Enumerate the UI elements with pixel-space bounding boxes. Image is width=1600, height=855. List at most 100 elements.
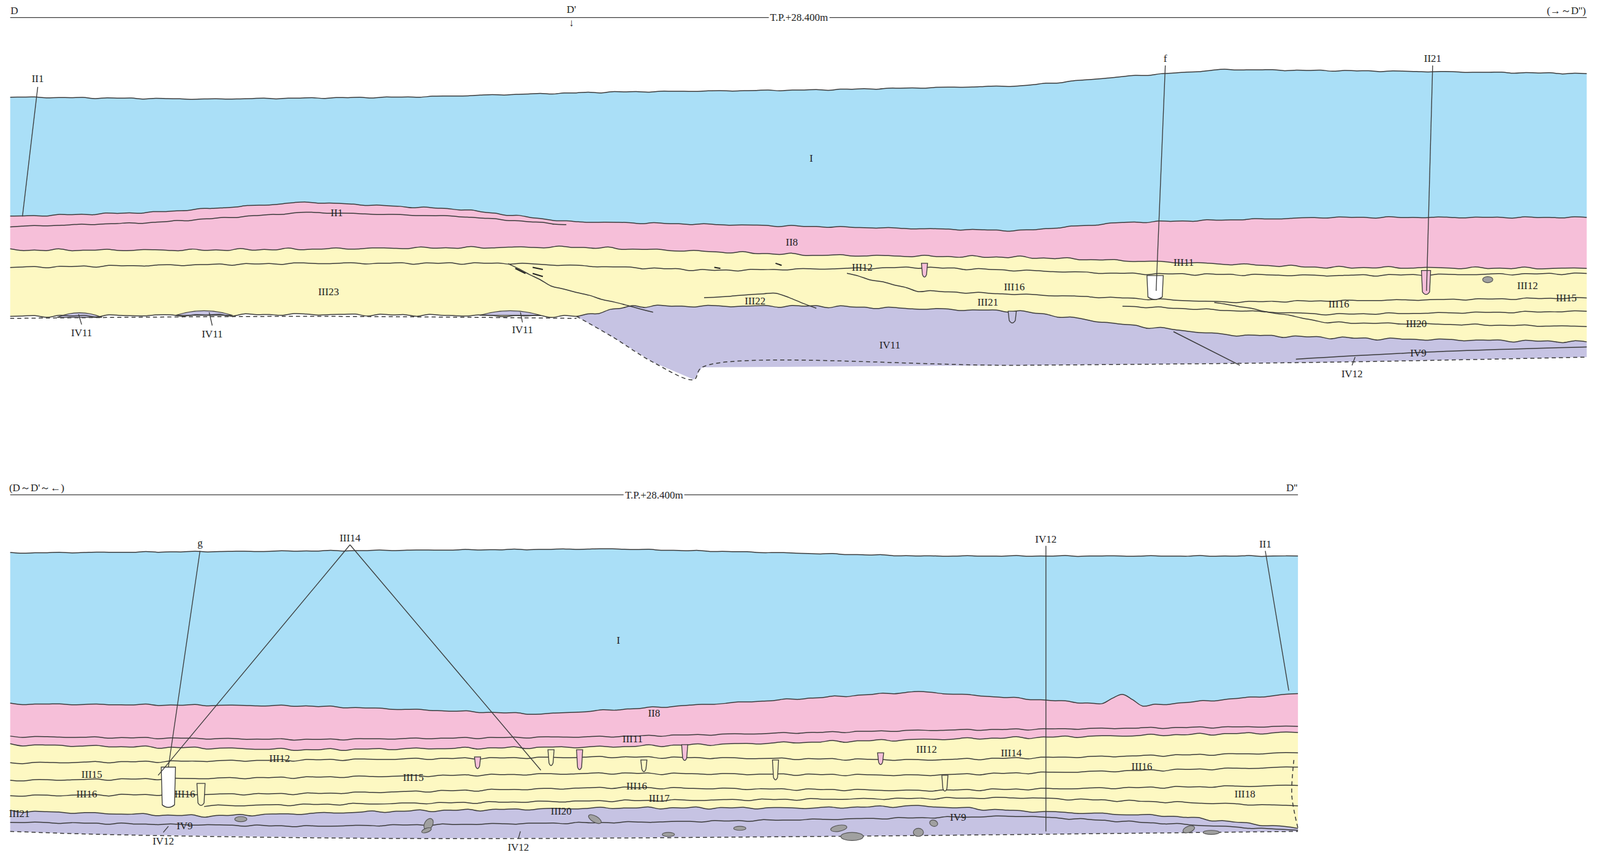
stone <box>928 819 939 828</box>
layer-boundary <box>10 831 1298 839</box>
layer-label: D' <box>565 3 578 15</box>
pit-feature <box>1008 311 1017 323</box>
layer-label: IV12 <box>1033 533 1058 545</box>
stone <box>1182 824 1196 835</box>
layer-boundary <box>10 212 567 227</box>
layer-label: IV11 <box>510 324 534 336</box>
layer-label: III15 <box>401 772 425 784</box>
layer-label: IV12 <box>506 841 531 854</box>
pit-feature <box>681 745 688 762</box>
pit-feature <box>640 760 648 773</box>
layer-label: II21 <box>1422 52 1443 64</box>
layer-boundary <box>10 316 577 319</box>
inclusion <box>714 267 721 270</box>
layer-label: (→～D'') <box>1545 4 1588 16</box>
inclusion <box>775 263 782 266</box>
layer-band <box>576 305 1588 380</box>
layer-boundary <box>10 262 1588 277</box>
layer-boundary <box>10 246 1588 270</box>
inclusion <box>532 267 543 270</box>
layer-label: IV12 <box>1340 367 1365 380</box>
stone <box>913 828 924 837</box>
stone <box>840 832 864 841</box>
layer-label: III23 <box>316 286 341 298</box>
pit-feature <box>1147 275 1164 300</box>
layer-label: I <box>615 634 622 646</box>
layer-label: D <box>9 4 19 16</box>
layer-label: III21 <box>7 807 32 820</box>
layer-boundary <box>1291 760 1298 830</box>
layer-label: IV9 <box>1408 347 1428 360</box>
stone <box>1482 276 1494 284</box>
layer-label: III15 <box>1554 292 1578 304</box>
layer-label: III16 <box>75 788 99 801</box>
layer-boundary <box>10 305 1588 343</box>
layer-label: III16 <box>1002 281 1026 293</box>
layer-boundary <box>10 549 1298 558</box>
layer-band <box>10 549 1298 715</box>
leader-line <box>520 312 523 323</box>
layer-label: III20 <box>1404 318 1428 330</box>
layer-label: III14 <box>999 747 1023 760</box>
layer-boundary <box>1173 331 1240 366</box>
stone <box>587 813 603 826</box>
leader-line <box>163 826 168 833</box>
layer-label: III15 <box>80 769 104 781</box>
layer-label: III14 <box>338 531 362 544</box>
leader-line <box>1265 550 1289 691</box>
pit-feature <box>921 263 928 277</box>
layer-label: III16 <box>625 780 649 792</box>
pit-feature <box>196 783 205 806</box>
pit-feature <box>877 753 884 765</box>
layer-boundary <box>204 797 1298 808</box>
pit-feature <box>474 757 481 770</box>
stone <box>830 824 848 833</box>
leader-line <box>1426 65 1433 292</box>
stone <box>733 826 746 831</box>
leader-line <box>1045 545 1047 832</box>
layer-label: g <box>196 537 205 550</box>
stone <box>234 816 247 822</box>
leader-line <box>208 312 213 327</box>
layer-label: III18 <box>1233 788 1257 801</box>
layer-label: II8 <box>784 235 800 248</box>
layer-label: I <box>808 152 815 165</box>
layer-label: III11 <box>1172 256 1195 269</box>
layer-label: IV9 <box>175 819 194 832</box>
layer-boundary <box>10 202 1588 232</box>
pit-feature <box>941 775 948 792</box>
inclusion <box>515 268 526 274</box>
leader-line <box>349 544 541 771</box>
layer-label: T.P.+28.400m <box>768 11 830 24</box>
layer-label: II1 <box>1258 538 1273 550</box>
layer-label: III16 <box>172 788 197 801</box>
layer-boundary <box>10 69 1588 100</box>
layer-label: III16 <box>1129 761 1154 773</box>
layer-band <box>10 805 1298 839</box>
pit-feature <box>161 767 176 809</box>
layer-label: III11 <box>621 733 645 746</box>
layer-label: III21 <box>976 296 1000 309</box>
pit-feature <box>1421 270 1431 295</box>
layer-label: III22 <box>743 295 767 308</box>
layer-label: III17 <box>647 792 672 804</box>
layer-label: II1 <box>30 72 46 85</box>
layer-label: IV12 <box>151 835 176 847</box>
layer-label: III20 <box>549 805 573 818</box>
layer-label: III12 <box>1516 280 1540 292</box>
layer-boundary <box>704 292 817 309</box>
layer-label: f <box>1162 52 1169 64</box>
layer-boundary <box>10 816 1298 831</box>
layer-boundary <box>1214 302 1588 327</box>
layer-boundary <box>10 726 1298 741</box>
layer-boundary <box>1296 346 1588 360</box>
pit-feature <box>576 750 583 770</box>
stone <box>420 827 433 835</box>
layer-boundary <box>1122 306 1588 315</box>
layer-label: T.P.+28.400m <box>623 489 685 501</box>
layer-label: II8 <box>646 707 662 720</box>
leader-line <box>168 550 201 768</box>
layer-label: ↓ <box>567 16 576 29</box>
layer-boundary <box>846 273 1587 303</box>
